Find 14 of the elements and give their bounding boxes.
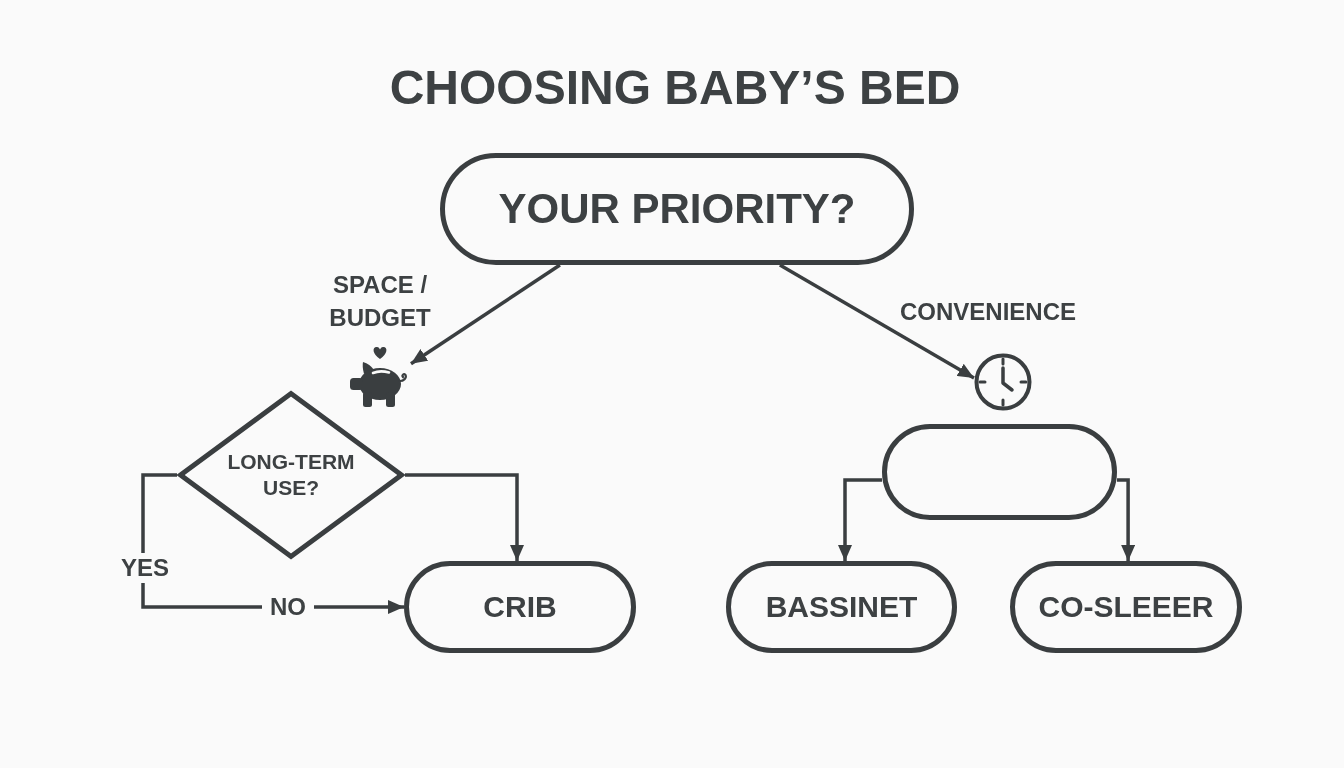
arrow xyxy=(838,478,882,561)
arrow xyxy=(405,473,524,561)
node-label: CRIB xyxy=(483,589,557,625)
edge-label: CONVENIENCE xyxy=(900,298,1077,326)
node-label: LONG-TERM USE? xyxy=(226,449,356,501)
arrow xyxy=(410,263,561,366)
node-label: BASSINET xyxy=(765,589,918,625)
node-label: CO-SLEEER xyxy=(1038,589,1214,625)
arrow xyxy=(779,263,975,380)
edge-label: SPACE / BUDGET xyxy=(328,270,432,333)
node-label: YOUR PRIORITY? xyxy=(498,184,856,234)
arrow xyxy=(1117,478,1136,561)
diagram-title: CHOOSING BABY’S BED xyxy=(388,60,962,116)
clock-icon xyxy=(974,353,1032,411)
